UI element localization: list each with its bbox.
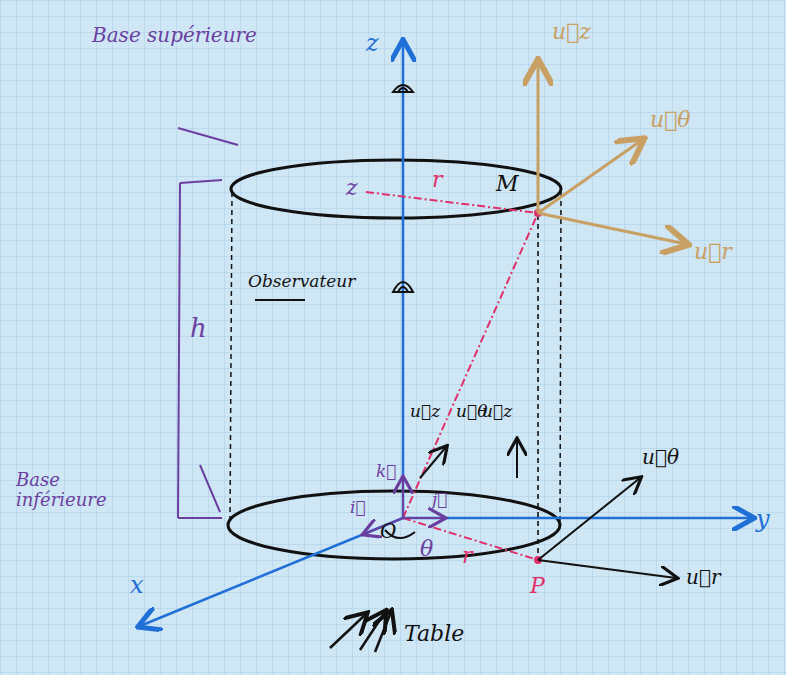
coordinate-label: z — [346, 176, 358, 200]
eye-symbol — [393, 282, 413, 292]
side-dashed — [560, 192, 561, 522]
position-vector — [403, 213, 538, 518]
top-base — [231, 160, 561, 218]
vector-label: j⃗ — [432, 490, 447, 509]
vector-label: i⃗ — [350, 498, 366, 517]
unit-vector — [420, 447, 446, 478]
dimension-label: h — [190, 314, 207, 343]
coordinate-label: r — [462, 544, 473, 568]
point-label: M — [496, 172, 519, 196]
unit-vector — [402, 478, 404, 518]
axis-label: y — [756, 506, 770, 532]
unit-vector — [538, 478, 640, 560]
vector-label: k⃗ — [376, 462, 397, 481]
vector-label: u⃗r — [686, 566, 720, 588]
leader-line — [200, 465, 220, 512]
underline — [255, 299, 305, 301]
point-label: O — [380, 520, 396, 542]
vector-label: u⃗r — [694, 240, 732, 264]
part-label: Base supérieure — [92, 24, 257, 46]
height-bracket — [178, 180, 222, 518]
vector-label: u⃗θ — [650, 108, 691, 132]
table-arrow — [330, 614, 366, 648]
eye-symbol — [393, 85, 413, 92]
side-dashed — [230, 192, 232, 522]
vector-label: u⃗z — [552, 20, 591, 44]
unit-vector — [538, 213, 686, 244]
projection-line — [537, 215, 539, 558]
coordinate-label: r — [432, 168, 443, 192]
unit-vector — [516, 440, 518, 478]
vector-label: u⃗θ — [642, 446, 679, 468]
z-axis — [402, 42, 405, 518]
angle-label: θ — [420, 537, 433, 561]
unit-vector — [538, 560, 676, 578]
part-label: Observateur — [248, 272, 355, 291]
vector-label: u⃗z — [410, 402, 440, 421]
unit-vector — [403, 517, 444, 519]
bottom-base — [228, 491, 560, 559]
table-arrow — [375, 612, 391, 652]
y-axis — [403, 517, 752, 520]
table-arrow — [360, 612, 385, 650]
vector-label: u⃗z — [482, 402, 512, 421]
leader-line — [178, 128, 238, 145]
unit-vector — [537, 62, 540, 213]
unit-vector — [538, 140, 642, 213]
point-label: P — [530, 574, 545, 598]
x-axis — [140, 518, 403, 626]
part-label: Table — [404, 622, 464, 646]
axis-label: x — [130, 572, 144, 598]
part-label: Base inférieure — [16, 470, 126, 510]
axis-label: z — [366, 30, 379, 56]
